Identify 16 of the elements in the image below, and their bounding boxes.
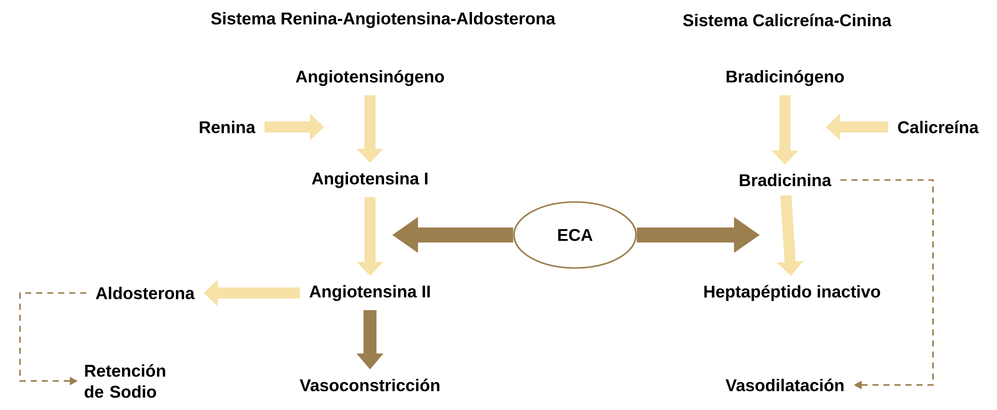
node-label: Angiotensina I xyxy=(312,172,428,188)
node-label: Retención de Sodio xyxy=(84,364,166,398)
node-label: Bradicinina xyxy=(740,174,832,186)
node-label: Angiotensinógeno xyxy=(296,70,444,86)
node-label: Angiotensina II xyxy=(310,285,430,301)
node-label: Aldosterona xyxy=(96,286,195,300)
heading: Sistema Calicreína-Cinina xyxy=(683,14,892,26)
node-label: Renina xyxy=(200,120,256,134)
arrow xyxy=(840,179,934,390)
ellipse-node: ECA xyxy=(513,201,637,269)
node-label: Bradicinógeno xyxy=(726,70,844,86)
node-label: Vasodilatación xyxy=(726,378,844,392)
node-label: Vasoconstricción xyxy=(300,378,440,392)
node-label: Calicreína xyxy=(898,120,979,134)
heading: Sistema Renina-Angiotensina-Aldosterona xyxy=(211,12,556,28)
node-label: Heptapéptido inactivo xyxy=(704,285,880,301)
